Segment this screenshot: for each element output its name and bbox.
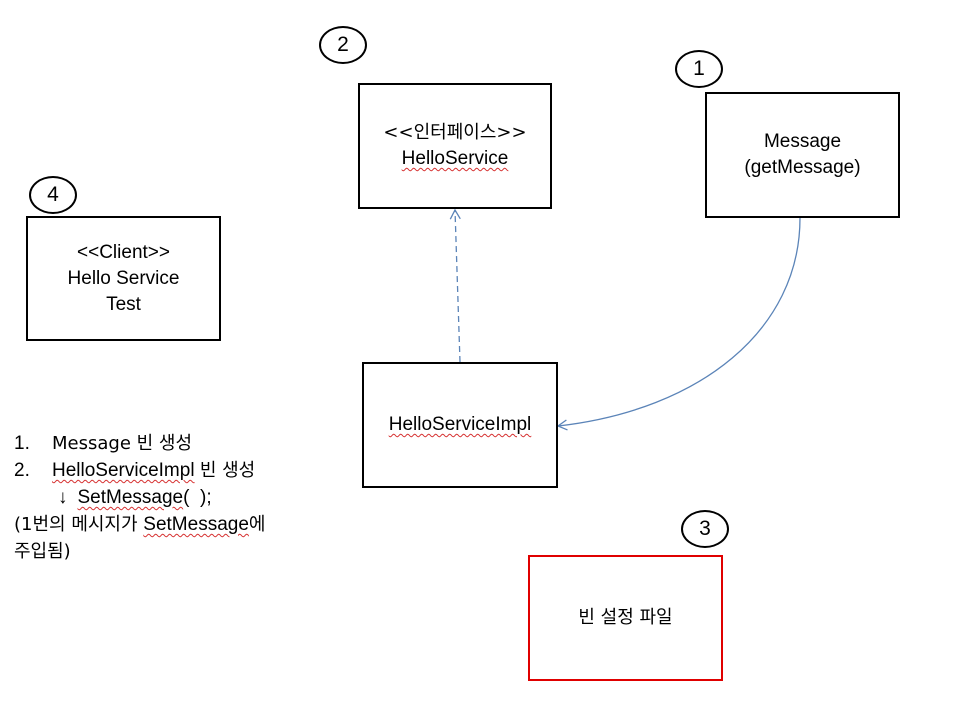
hello-service-name: HelloService [401, 148, 509, 169]
note-paren-line-1-b: 에 [248, 514, 266, 535]
note-item-3: ↓ SetMessage( ); [14, 484, 344, 511]
message-label: Message [763, 131, 842, 152]
interface-stereotype: <<인터페이스>> [383, 122, 527, 143]
note-item-3-name: SetMessage [77, 487, 184, 508]
client-line-2: Hello Service [67, 267, 180, 289]
note-item-1-number: 1. [14, 433, 30, 454]
note-paren-line-1-name: SetMessage [143, 514, 249, 535]
note-paren-line-2: 주입됨) [14, 538, 344, 565]
note-paren-line-2-text: 주입됨) [14, 541, 71, 562]
number-circle-1: 1 [675, 50, 723, 88]
notes-list: 1. Message 빈 생성 2. HelloServiceImpl 빈 생성 ↓… [14, 430, 344, 565]
client-box: <<Client>> Hello Service Test [26, 216, 221, 341]
hello-service-impl-box: HelloServiceImpl [362, 362, 558, 488]
note-item-2-rest: 빈 생성 [199, 460, 256, 481]
number-circle-4: 4 [29, 176, 77, 214]
note-paren-line-1-a: (1번의 메시지가 [14, 514, 144, 535]
bean-config-file-box: 빈 설정 파일 [528, 555, 723, 681]
note-item-2: 2. HelloServiceImpl 빈 생성 [14, 457, 344, 484]
inject-curved-arrow [556, 217, 801, 431]
hello-service-interface-box: <<인터페이스>> HelloService [358, 83, 552, 209]
client-stereotype: <<Client>> [77, 241, 170, 263]
number-circle-3: 3 [681, 510, 729, 548]
bean-config-label: 빈 설정 파일 [578, 607, 673, 628]
down-arrow-icon: ↓ [58, 487, 68, 508]
note-item-1: 1. Message 빈 생성 [14, 430, 344, 457]
number-circle-2: 2 [319, 26, 367, 64]
note-item-2-name: HelloServiceImpl [52, 460, 195, 481]
client-line-3: Test [106, 293, 141, 315]
implements-dashed-arrow [449, 208, 461, 363]
note-item-2-number: 2. [14, 460, 30, 481]
hello-service-impl-name: HelloServiceImpl [388, 414, 532, 435]
note-item-3-rest: ( ); [183, 487, 212, 508]
message-box: Message (getMessage) [705, 92, 900, 218]
note-item-1-text: Message 빈 생성 [52, 433, 193, 454]
note-paren-line-1: (1번의 메시지가 SetMessage에 [14, 511, 344, 538]
get-message-label: (getMessage) [744, 157, 861, 178]
